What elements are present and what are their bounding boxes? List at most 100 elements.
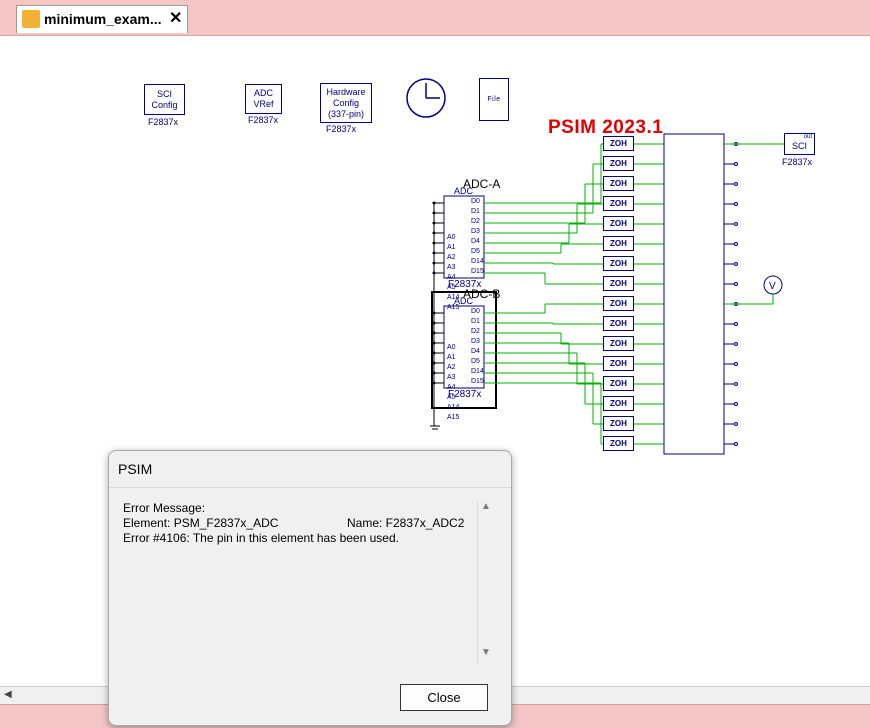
adc-input-pin: A15 — [447, 304, 460, 311]
zoh-block-2[interactable]: ZOH — [603, 176, 634, 191]
adc-output-pin: D5 — [471, 358, 480, 365]
adc-input-pin: A15 — [447, 414, 460, 421]
zoh-block-0[interactable]: ZOH — [603, 136, 634, 151]
block-outline — [663, 133, 725, 455]
adc-input-pin: A0 — [447, 234, 456, 241]
adc-input-pin: A4 — [447, 384, 456, 391]
adc-output-pin: D14 — [471, 258, 484, 265]
zoh-block-14[interactable]: ZOH — [603, 416, 634, 431]
mux-output-pin — [734, 242, 738, 246]
adc-vref-label: F2837x — [248, 115, 279, 125]
adc-b-label: F2837x — [448, 389, 482, 400]
error-dialog[interactable]: PSIM Error Message: Element: PSM_F2837x_… — [108, 450, 512, 726]
adc-output-pin: D5 — [471, 248, 480, 255]
adc-output-pin: D1 — [471, 208, 480, 215]
adc-input-pin: A2 — [447, 364, 456, 371]
error-element: Element: PSM_F2837x_ADC — [123, 516, 279, 530]
zoh-block-9[interactable]: ZOH — [603, 316, 634, 331]
adc-a-label: F2837x — [448, 279, 482, 290]
dialog-title: PSIM — [118, 461, 153, 477]
sci-output-block[interactable]: out SCI — [784, 133, 815, 155]
mux-output-pin — [734, 182, 738, 186]
mux-output-pin — [734, 362, 738, 366]
clock-icon[interactable] — [405, 77, 447, 119]
adc-output-pin: D2 — [471, 328, 480, 335]
mux-output-pin — [734, 262, 738, 266]
file-block[interactable]: File — [479, 78, 509, 121]
zoh-block-1[interactable]: ZOH — [603, 156, 634, 171]
mux-output-pin — [734, 422, 738, 426]
adc-input-pin: A0 — [447, 344, 456, 351]
zoh-block-12[interactable]: ZOH — [603, 376, 634, 391]
tab-title: minimum_exam... — [44, 11, 162, 27]
zoh-block-11[interactable]: ZOH — [603, 356, 634, 371]
zoh-block-13[interactable]: ZOH — [603, 396, 634, 411]
sci-output-label: F2837x — [782, 157, 813, 167]
scroll-down-icon[interactable]: ▼ — [481, 647, 491, 658]
adc-output-pin: D1 — [471, 318, 480, 325]
adc-input-pin: A3 — [447, 264, 456, 271]
zoh-block-10[interactable]: ZOH — [603, 336, 634, 351]
mux-output-pin — [734, 382, 738, 386]
adc-input-pin: A5 — [447, 394, 456, 401]
dialog-divider — [109, 487, 511, 488]
zoh-block-5[interactable]: ZOH — [603, 236, 634, 251]
zoh-block-15[interactable]: ZOH — [603, 436, 634, 451]
sci-output-port: out — [803, 134, 812, 140]
mux-output-pin — [734, 202, 738, 206]
adc-input-pin: A3 — [447, 374, 456, 381]
mux-output-pin — [734, 162, 738, 166]
adc-input-pin: A1 — [447, 354, 456, 361]
zoh-block-3[interactable]: ZOH — [603, 196, 634, 211]
adc-a-name: ADC-A — [463, 177, 501, 191]
adc-input-pin: A14 — [447, 294, 460, 301]
zoh-block-6[interactable]: ZOH — [603, 256, 634, 271]
dialog-scrollbar[interactable]: ▲ ▼ — [477, 501, 493, 666]
dialog-message: Error Message: Element: PSM_F2837x_ADC E… — [123, 501, 464, 546]
mux-output-pin — [734, 342, 738, 346]
error-element-name: Name: F2837x_ADC2 — [347, 516, 465, 530]
adc-output-pin: D15 — [471, 268, 484, 275]
adc-output-pin: D4 — [471, 348, 480, 355]
sci-config-block[interactable]: SCI Config — [144, 84, 185, 115]
adc-output-pin: D2 — [471, 218, 480, 225]
hardware-config-block[interactable]: Hardware Config (337-pin) — [320, 83, 372, 123]
mux-output-pin — [734, 222, 738, 226]
sci-config-label: F2837x — [148, 117, 179, 127]
adc-input-pin: A2 — [447, 254, 456, 261]
scroll-up-icon[interactable]: ▲ — [481, 501, 491, 512]
zoh-block-7[interactable]: ZOH — [603, 276, 634, 291]
adc-input-pin: A14 — [447, 404, 460, 411]
mux-output-pin — [734, 322, 738, 326]
schematic-wires: V — [430, 133, 784, 455]
adc-input-pin: A5 — [447, 284, 456, 291]
block-outline — [443, 195, 485, 279]
scroll-left-icon[interactable]: ◀ — [4, 689, 12, 700]
adc-a-header: ADC — [454, 186, 474, 196]
close-button[interactable]: Close — [400, 684, 488, 711]
error-text: Error #4106: The pin in this element has… — [123, 531, 399, 545]
adc-vref-block[interactable]: ADC VRef — [245, 84, 282, 114]
adc-output-pin: D3 — [471, 228, 480, 235]
adc-output-pin: D15 — [471, 378, 484, 385]
block-outline — [443, 305, 485, 389]
tab-close-icon[interactable]: ✕ — [169, 10, 183, 27]
adc-output-pin: D3 — [471, 338, 480, 345]
mux-output-pin — [734, 402, 738, 406]
sci-output-text: SCI — [791, 140, 807, 151]
adc-b-selection — [431, 291, 497, 409]
hardware-config-label: F2837x — [326, 124, 357, 134]
tab-minimum-example[interactable]: minimum_exam... ✕ — [16, 5, 188, 33]
zoh-block-4[interactable]: ZOH — [603, 216, 634, 231]
adc-input-pin: A4 — [447, 274, 456, 281]
error-heading: Error Message: — [123, 501, 206, 515]
psim-version-label: PSIM 2023.1 — [548, 117, 664, 138]
adc-output-pin: D4 — [471, 238, 480, 245]
adc-output-pin: D0 — [471, 308, 480, 315]
scrollbar-track — [477, 501, 478, 666]
zoh-block-8[interactable]: ZOH — [603, 296, 634, 311]
mux-output-pin — [734, 442, 738, 446]
adc-input-pin: A1 — [447, 244, 456, 251]
document-tab-strip: minimum_exam... ✕ — [0, 0, 870, 36]
adc-b-name: ADC-B — [463, 287, 501, 301]
